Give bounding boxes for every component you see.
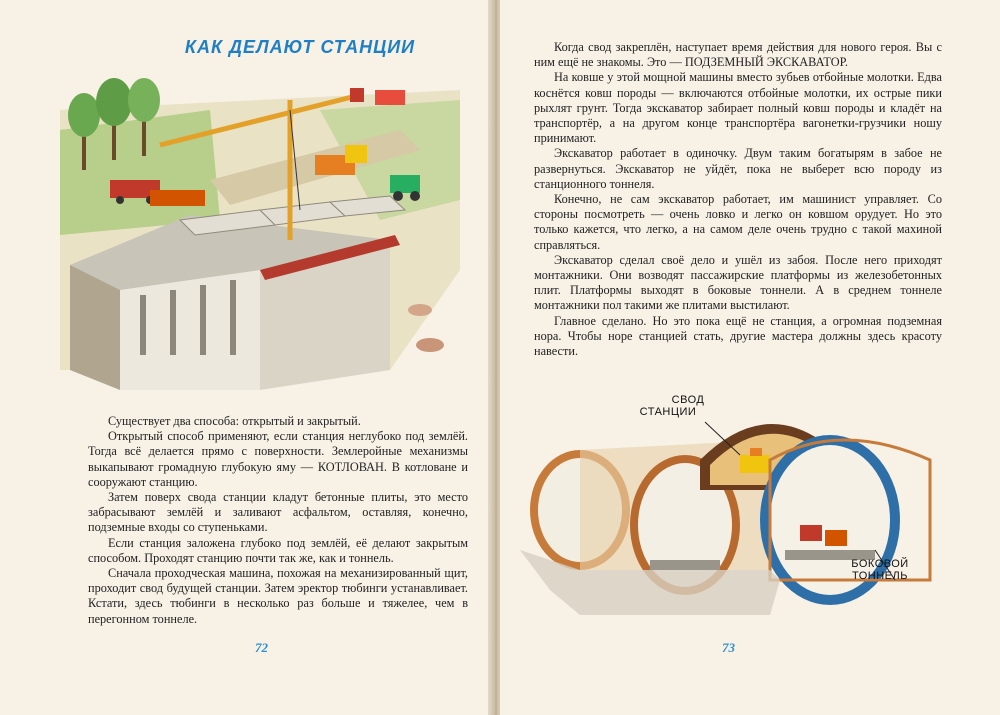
label-line: БОКОВОЙ [851, 558, 909, 570]
label-station-vault: СВОД СТАНЦИИ [623, 394, 713, 418]
tunnel-station-illustration [520, 421, 932, 615]
page-right: Когда свод закреплён, наступает время де… [500, 0, 1000, 715]
right-body-text: Когда свод закреплён, наступает время де… [534, 40, 942, 359]
paragraph: Когда свод закреплён, наступает время де… [534, 40, 942, 70]
columns [140, 280, 236, 355]
paragraph: Главное сделано. Но это пока ещё не стан… [534, 313, 942, 359]
right-side-tunnel [760, 435, 932, 605]
label-line: СТАНЦИИ [639, 406, 697, 418]
vehicles [110, 90, 420, 206]
label-side-tunnel: БОКОВОЙ ТОННЕЛЬ [835, 558, 925, 582]
concrete-slabs [178, 195, 407, 236]
paragraph: На ковше у этой мощной машины вместо зуб… [534, 70, 942, 146]
paragraph: Экскаватор сделал своё дело и ушёл из за… [534, 252, 942, 313]
paragraph: Открытый способ применяют, если станция … [88, 429, 468, 489]
paragraph: Существует два способа: открытый и закры… [108, 414, 361, 428]
page-title: КАК ДЕЛАЮТ СТАНЦИИ [184, 37, 416, 57]
paragraph: Экскаватор работает в одиночку. Двум так… [534, 146, 942, 191]
paragraph: Конечно, не сам экскаватор работает, им … [534, 192, 942, 252]
page-number: 73 [722, 640, 735, 655]
paragraph: Если станция заложена глубоко под землёй… [88, 535, 468, 565]
left-body-text: Существует два способа: открытый и закры… [88, 414, 468, 627]
tower-crane [159, 88, 364, 240]
trees [68, 78, 160, 170]
page-number: 72 [255, 640, 268, 655]
paragraph: Затем поверх свода станции кладут бетонн… [88, 490, 468, 535]
label-line: ТОННЕЛЬ [852, 570, 908, 582]
open-pit-station-illustration [60, 78, 460, 390]
paragraph: Сначала проходческая машина, похожая на … [88, 566, 468, 626]
page-left: КАК ДЕЛАЮТ СТАНЦИИ [0, 0, 492, 715]
label-line: СВОД [671, 394, 705, 406]
